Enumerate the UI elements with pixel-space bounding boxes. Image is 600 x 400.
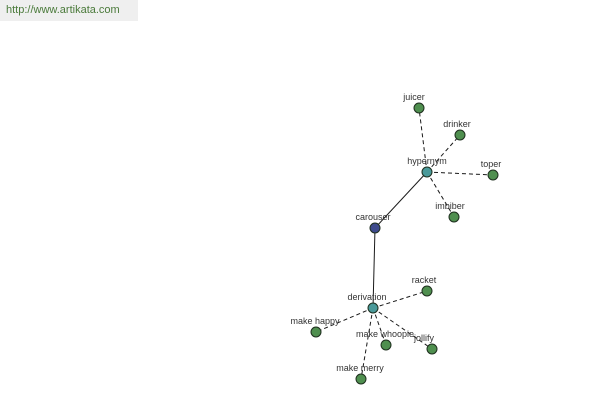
node-imbiber[interactable]: imbiber [435, 201, 465, 223]
node-drinker[interactable]: drinker [443, 119, 471, 141]
node-circle-make-whoopie[interactable] [380, 339, 392, 351]
edge-carouser-hypernym [374, 171, 428, 229]
node-label-carouser: carouser [355, 212, 390, 222]
node-label-imbiber: imbiber [435, 201, 465, 211]
node-circle-imbiber[interactable] [448, 211, 460, 223]
graph-edges [315, 107, 494, 380]
node-carouser[interactable]: carouser [355, 212, 391, 234]
edge-derivation-jollify [372, 307, 433, 350]
node-juicer[interactable]: juicer [402, 92, 425, 114]
node-circle-jollify[interactable] [426, 343, 438, 355]
node-label-toper: toper [481, 159, 502, 169]
node-label-make-whoopie: make whoopie [356, 329, 414, 339]
node-circle-carouser[interactable] [369, 222, 381, 234]
edge-hypernym-imbiber [426, 171, 455, 218]
node-label-juicer: juicer [402, 92, 425, 102]
source-url-bar: http://www.artikata.com [0, 0, 138, 21]
edge-carouser-derivation [372, 227, 376, 309]
edge-derivation-make-happy [315, 307, 374, 333]
node-make-merry[interactable]: make merry [336, 363, 384, 385]
edge-hypernym-drinker [426, 134, 461, 173]
node-label-derivation: derivation [347, 292, 386, 302]
node-racket[interactable]: racket [412, 275, 437, 297]
node-circle-juicer[interactable] [413, 102, 425, 114]
node-label-hypernym: hypernym [407, 156, 447, 166]
node-label-make-happy: make happy [290, 316, 340, 326]
node-make-whoopie[interactable]: make whoopie [356, 329, 414, 351]
node-label-drinker: drinker [443, 119, 471, 129]
node-circle-make-merry[interactable] [355, 373, 367, 385]
node-make-happy[interactable]: make happy [290, 316, 340, 338]
node-hypernym[interactable]: hypernym [407, 156, 447, 178]
edge-hypernym-juicer [418, 107, 428, 173]
node-jollify[interactable]: jollify [413, 333, 438, 355]
node-label-make-merry: make merry [336, 363, 384, 373]
node-circle-make-happy[interactable] [310, 326, 322, 338]
edge-derivation-racket [372, 290, 428, 309]
node-label-racket: racket [412, 275, 437, 285]
source-url-link[interactable]: http://www.artikata.com [6, 4, 120, 16]
node-circle-drinker[interactable] [454, 129, 466, 141]
edge-hypernym-toper [426, 171, 494, 176]
node-derivation[interactable]: derivation [347, 292, 387, 314]
node-circle-racket[interactable] [421, 285, 433, 297]
edge-derivation-make-merry [360, 307, 374, 380]
node-circle-derivation[interactable] [367, 302, 379, 314]
node-circle-toper[interactable] [487, 169, 499, 181]
edge-derivation-make-whoopie [372, 307, 387, 346]
node-toper[interactable]: toper [481, 159, 502, 181]
node-label-jollify: jollify [413, 333, 435, 343]
graph-nodes: carouser hypernym derivation juicer drinker t… [290, 92, 502, 385]
node-circle-hypernym[interactable] [421, 166, 433, 178]
